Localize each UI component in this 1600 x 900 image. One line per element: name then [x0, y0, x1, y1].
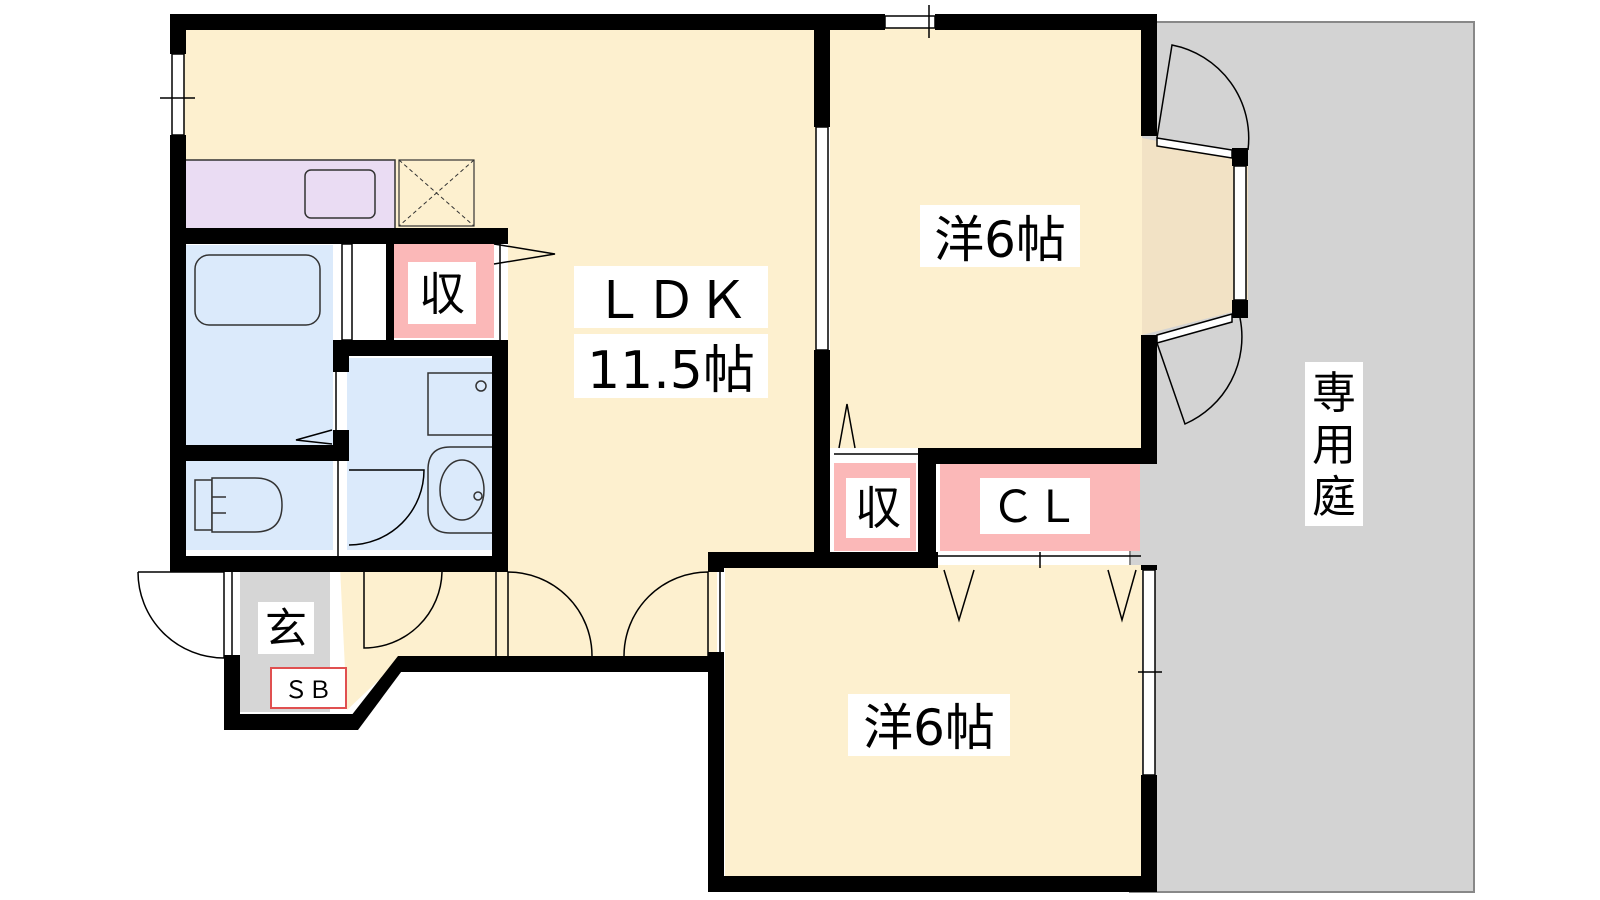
kitchen-sink-icon	[304, 169, 376, 219]
closet-label: ＣＬ	[991, 482, 1079, 533]
windows	[160, 5, 1247, 776]
bathtub-icon	[194, 254, 321, 326]
kitchen	[182, 159, 475, 231]
private-garden-label-1: 専	[1312, 368, 1356, 419]
walls	[170, 14, 1248, 892]
bay-window-floor	[1142, 138, 1248, 335]
ldk-size-label: 11.5帖	[587, 341, 755, 401]
shoe-box-label: ＳＢ	[284, 676, 332, 704]
shoe-box	[270, 667, 347, 709]
entrance-label: 玄	[265, 604, 307, 653]
wet-area	[185, 245, 494, 550]
washing-machine-icon	[427, 372, 494, 436]
toilet-icon	[194, 479, 213, 531]
private-garden-label-2: 用	[1312, 420, 1356, 471]
west-room-north-label: 洋6帖	[934, 211, 1066, 269]
west-room-south-label: 洋6帖	[863, 699, 995, 757]
storage-north-label: 収	[419, 267, 465, 321]
ldk-name-label: ＬＤＫ	[593, 271, 749, 331]
private-garden-label-3: 庭	[1312, 472, 1356, 523]
labels: ＬＤＫ 11.5帖 洋6帖 洋6帖 収 収 ＣＬ 玄 ＳＢ 専 用 庭	[258, 205, 1363, 757]
storage-south-label: 収	[855, 481, 901, 535]
doors	[137, 44, 1250, 659]
